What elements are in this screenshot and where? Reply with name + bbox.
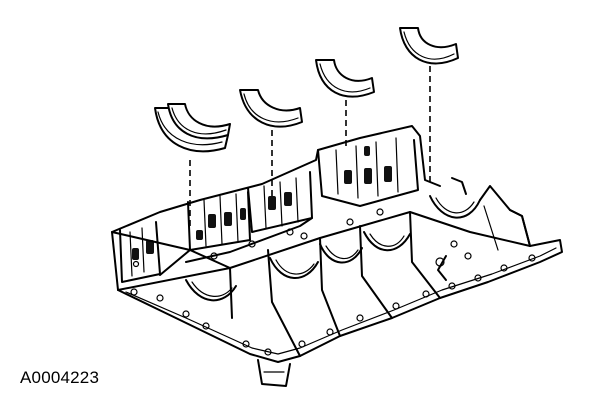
alignment-lines xyxy=(189,66,431,228)
bearing-shell-4 xyxy=(399,27,459,65)
bolt-holes xyxy=(130,208,536,356)
bearing-shell-3 xyxy=(315,59,375,98)
figure-id-label: A0004223 xyxy=(20,368,100,387)
bearing-shell-2 xyxy=(239,89,303,128)
bearing-shell-1 xyxy=(154,103,231,153)
engine-block xyxy=(111,125,563,387)
